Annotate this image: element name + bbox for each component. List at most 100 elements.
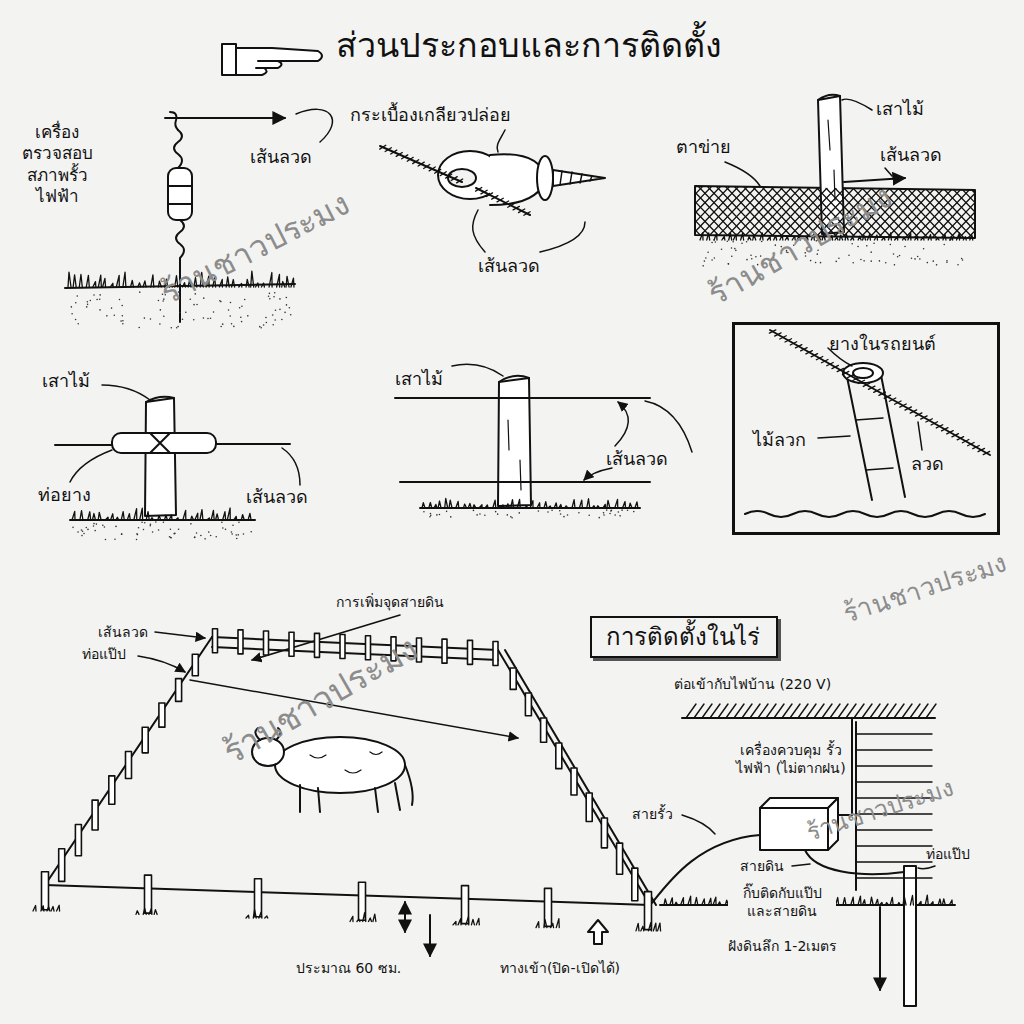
soil-dot <box>162 300 164 302</box>
soil-dot <box>200 535 202 537</box>
soil-dot <box>429 516 431 518</box>
part-label: ลวด <box>911 453 944 476</box>
grass <box>116 275 119 287</box>
soil-dot <box>476 514 478 516</box>
soil-dot <box>423 511 425 513</box>
grass <box>92 514 95 520</box>
twisted-wire <box>380 145 386 149</box>
grass <box>105 517 108 520</box>
fence-post <box>525 693 531 716</box>
soil-dot <box>158 300 160 302</box>
twisted-wire <box>915 413 921 416</box>
grass <box>277 274 280 287</box>
soil-dot <box>139 291 141 293</box>
fence-post <box>586 793 592 821</box>
wire-mesh <box>959 186 1009 238</box>
bamboo-pole <box>745 348 985 517</box>
twisted-wire <box>848 374 854 377</box>
soil-dot <box>155 521 157 523</box>
grass <box>675 902 678 905</box>
soil-dot <box>961 258 963 260</box>
soil-dot <box>870 260 872 262</box>
twisted-wire <box>769 330 775 333</box>
grass <box>636 923 639 931</box>
soil-dot <box>619 515 621 517</box>
grass <box>556 919 559 928</box>
twisted-wire <box>801 348 807 351</box>
soil-dot <box>247 315 249 317</box>
grass <box>134 509 137 520</box>
wall-siding <box>856 877 932 878</box>
soil-dot <box>213 311 215 313</box>
soil-dot <box>873 242 875 244</box>
twisted-wire <box>837 368 843 371</box>
soil-dot <box>231 323 233 325</box>
grass <box>110 283 113 287</box>
grass <box>246 279 249 287</box>
soil-dot <box>885 262 887 264</box>
grass <box>169 515 172 520</box>
part-label: เสาไม้ <box>395 368 443 391</box>
wire-mesh <box>635 186 685 238</box>
soil-dot <box>848 254 850 256</box>
field-fence <box>155 632 205 638</box>
soil-dot <box>150 318 152 320</box>
pointing-hand <box>222 44 236 75</box>
twisted-wire <box>418 162 424 166</box>
grass <box>68 272 71 287</box>
part-label: กิ๊บติดกับแป๊ป และสายดิน <box>728 885 836 920</box>
grass <box>888 233 891 240</box>
soil-dot <box>702 265 704 267</box>
soil-dot <box>588 514 590 516</box>
roof-hatch <box>910 704 920 718</box>
soil-dot <box>707 251 709 253</box>
twisted-wire <box>942 428 948 431</box>
soil-dot <box>114 538 116 540</box>
twisted-wire <box>822 360 828 363</box>
ground-rod <box>879 907 881 990</box>
fence-post <box>213 629 218 653</box>
grass <box>291 278 294 287</box>
fence-post <box>126 752 132 779</box>
twisted-wire <box>978 448 984 451</box>
roof-hatch <box>822 704 832 718</box>
twisted-wire <box>884 395 890 398</box>
twisted-wire <box>440 172 446 176</box>
twisted-wire <box>476 188 530 215</box>
twisted-wire <box>952 434 958 437</box>
soil-dot <box>269 298 271 300</box>
twisted-wire <box>895 401 901 404</box>
twisted-wire <box>936 425 942 428</box>
grass <box>57 905 60 911</box>
part-label: ยางในรถยนต์ <box>829 333 936 356</box>
soil-dot <box>194 536 196 538</box>
grass <box>910 895 913 905</box>
soil-dot <box>627 510 629 512</box>
soil-dot <box>235 534 237 536</box>
twisted-wire <box>889 398 895 401</box>
controller-box <box>792 864 810 866</box>
soil-dot <box>286 297 288 299</box>
twisted-wire <box>451 177 457 181</box>
soil-dot <box>96 523 98 525</box>
twisted-wire <box>481 190 487 194</box>
soil-dot <box>563 516 565 518</box>
soil-dot <box>863 260 865 262</box>
grass <box>154 910 157 915</box>
grass <box>41 906 44 911</box>
grass <box>950 238 953 240</box>
grass <box>903 896 906 905</box>
soil-dot <box>179 312 181 314</box>
soil-dot <box>946 260 948 262</box>
roof-hatch <box>718 704 728 718</box>
fence-post <box>176 679 182 702</box>
grass <box>874 235 877 240</box>
twisted-wire <box>858 380 864 383</box>
post-with-tube <box>112 433 216 453</box>
soil-dot <box>266 322 268 324</box>
wall-siding <box>856 845 932 846</box>
soil-dot <box>943 244 945 246</box>
fence-post <box>142 727 148 753</box>
grass <box>373 914 376 921</box>
soil-dot <box>962 259 964 261</box>
